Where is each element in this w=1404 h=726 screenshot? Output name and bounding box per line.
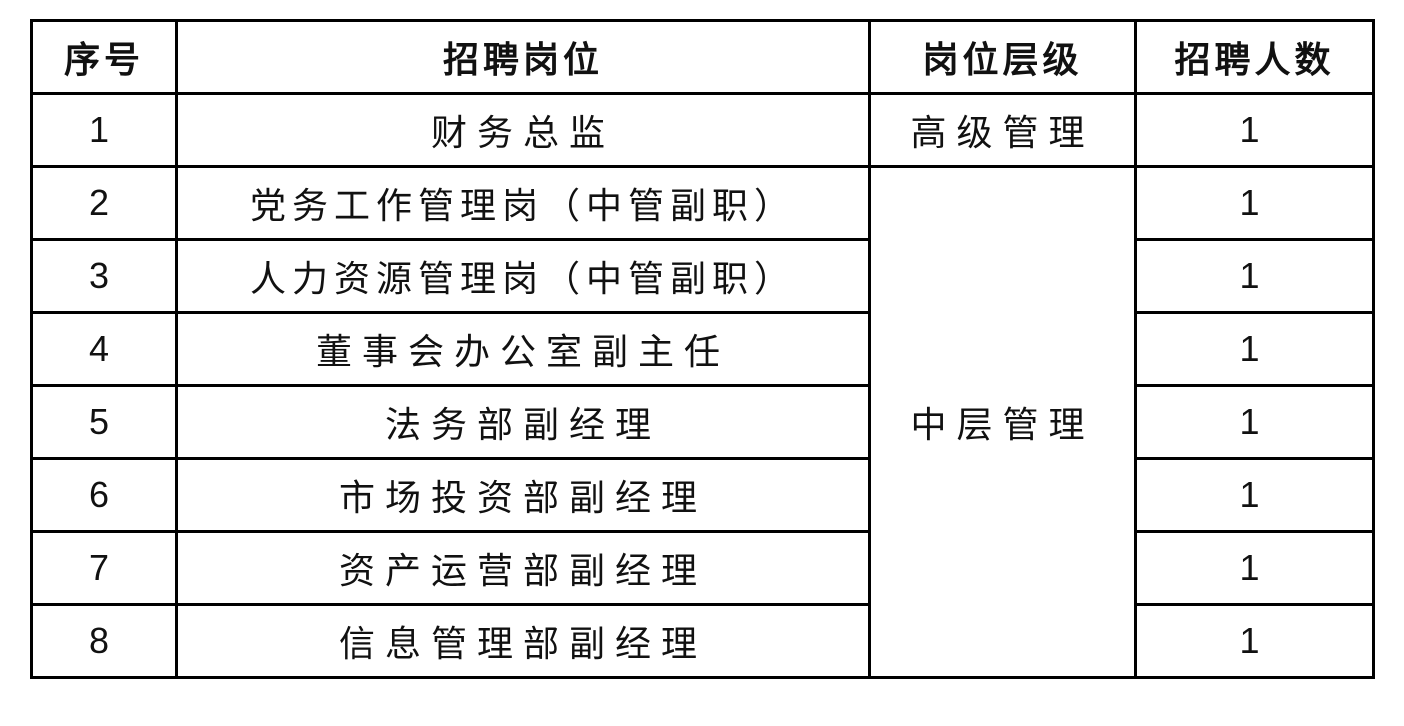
header-no: 序号 <box>30 19 178 95</box>
cell-count: 1 <box>1134 457 1375 533</box>
cell-position: 党务工作管理岗（中管副职） <box>175 165 871 241</box>
cell-level-merged: 中层管理 <box>868 165 1137 679</box>
cell-position: 资产运营部副经理 <box>175 530 871 606</box>
cell-level: 高级管理 <box>868 92 1137 168</box>
table-row: 7 资产运营部副经理 1 <box>30 530 1375 606</box>
table-row: 8 信息管理部副经理 1 <box>30 603 1375 679</box>
cell-no: 7 <box>30 530 178 606</box>
cell-position: 信息管理部副经理 <box>175 603 871 679</box>
cell-count: 1 <box>1134 238 1375 314</box>
cell-count: 1 <box>1134 530 1375 606</box>
recruitment-table: 序号 招聘岗位 岗位层级 招聘人数 1 财务总监 高级管理 1 2 党务工作管理… <box>30 19 1375 679</box>
cell-no: 3 <box>30 238 178 314</box>
cell-position: 人力资源管理岗（中管副职） <box>175 238 871 314</box>
table-row: 3 人力资源管理岗（中管副职） 1 <box>30 238 1375 314</box>
cell-no: 4 <box>30 311 178 387</box>
table-row: 6 市场投资部副经理 1 <box>30 457 1375 533</box>
cell-count: 1 <box>1134 384 1375 460</box>
cell-position: 董事会办公室副主任 <box>175 311 871 387</box>
header-row: 序号 招聘岗位 岗位层级 招聘人数 <box>30 19 1375 95</box>
table-row: 5 法务部副经理 1 <box>30 384 1375 460</box>
header-count: 招聘人数 <box>1134 19 1375 95</box>
table-row: 4 董事会办公室副主任 1 <box>30 311 1375 387</box>
cell-no: 6 <box>30 457 178 533</box>
cell-count: 1 <box>1134 92 1375 168</box>
cell-no: 2 <box>30 165 178 241</box>
cell-no: 8 <box>30 603 178 679</box>
cell-no: 1 <box>30 92 178 168</box>
cell-count: 1 <box>1134 165 1375 241</box>
cell-position: 市场投资部副经理 <box>175 457 871 533</box>
table-row: 1 财务总监 高级管理 1 <box>30 92 1375 168</box>
cell-position: 法务部副经理 <box>175 384 871 460</box>
header-position: 招聘岗位 <box>175 19 871 95</box>
cell-count: 1 <box>1134 603 1375 679</box>
cell-position: 财务总监 <box>175 92 871 168</box>
header-level: 岗位层级 <box>868 19 1137 95</box>
cell-no: 5 <box>30 384 178 460</box>
table-row: 2 党务工作管理岗（中管副职） 中层管理 1 <box>30 165 1375 679</box>
cell-count: 1 <box>1134 311 1375 387</box>
